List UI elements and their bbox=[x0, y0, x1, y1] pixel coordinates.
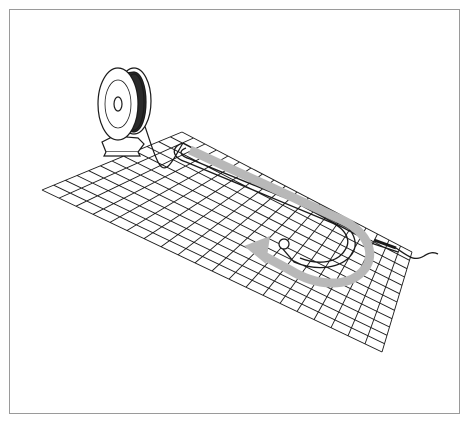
grid-line-along bbox=[146, 146, 405, 278]
grid-line-along bbox=[88, 170, 393, 320]
direction-arrow-icon bbox=[188, 145, 375, 288]
grid-line-along bbox=[123, 155, 400, 295]
grid-line-along bbox=[135, 150, 403, 286]
supply-lead bbox=[373, 238, 439, 260]
grid-line-along bbox=[65, 179, 388, 336]
grid-line-along bbox=[53, 184, 385, 345]
grid-line-along bbox=[41, 189, 383, 353]
grid-line-along bbox=[76, 175, 390, 328]
reel-cable bbox=[141, 117, 184, 169]
cable-reel-icon bbox=[97, 67, 152, 157]
grid-line-along bbox=[100, 165, 395, 311]
sensor-ring bbox=[278, 238, 290, 250]
grid-line-along bbox=[181, 131, 413, 253]
